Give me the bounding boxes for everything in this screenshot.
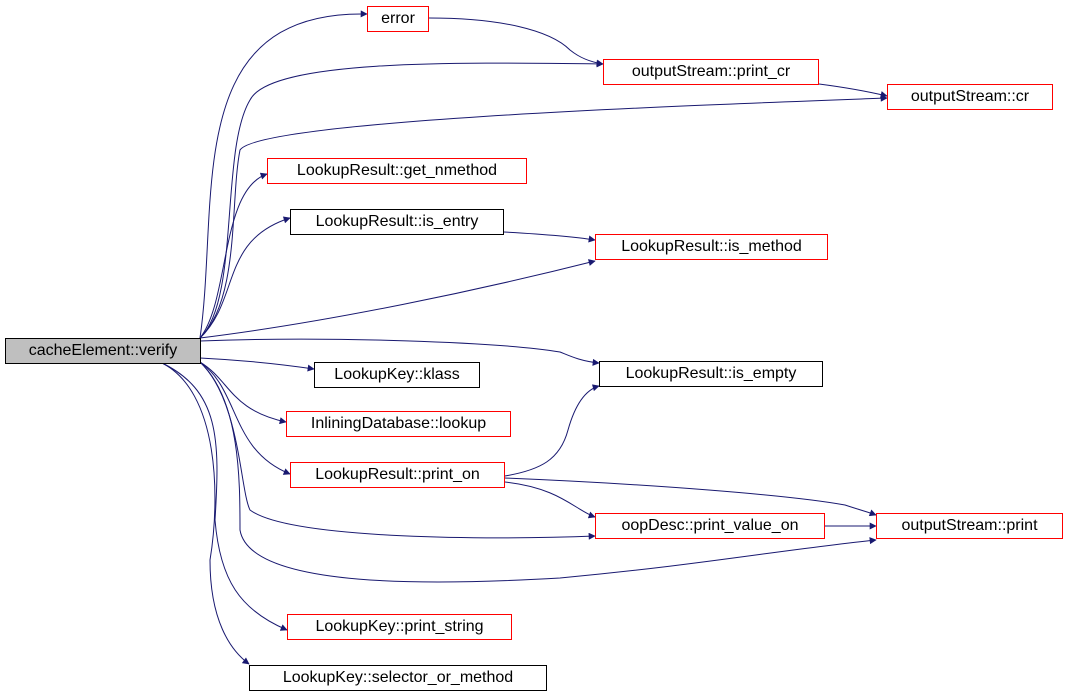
edge-verify-lookup [199, 361, 287, 425]
node-output-stream-cr[interactable]: outputStream::cr [887, 84, 1053, 110]
node-oop-desc-print-value-on[interactable]: oopDesc::print_value_on [595, 513, 825, 539]
edge-verify-print [199, 361, 877, 583]
node-lookup-result-is-entry[interactable]: LookupResult::is_entry [290, 209, 504, 235]
edge-verify-cr [199, 94, 888, 339]
edge-verify-is-empty [199, 338, 600, 366]
edge-print-cr-cr [818, 83, 888, 98]
node-inlining-database-lookup[interactable]: InliningDatabase::lookup [286, 411, 511, 437]
node-lookup-key-selector-or-method[interactable]: LookupKey::selector_or_method [249, 665, 547, 691]
node-output-stream-print[interactable]: outputStream::print [876, 513, 1063, 539]
edge-verify-selector-or-method [159, 361, 250, 665]
edge-print-on-print [504, 477, 877, 517]
edge-verify-klass [199, 357, 315, 372]
edge-verify-error [199, 10, 368, 339]
node-lookup-key-print-string[interactable]: LookupKey::print_string [287, 614, 512, 640]
edge-verify-is-method [199, 259, 596, 339]
edge-print-on-is-empty [504, 384, 600, 477]
node-lookup-result-get-nmethod[interactable]: LookupResult::get_nmethod [267, 158, 527, 184]
edge-print-on-print-value-on [504, 481, 596, 519]
node-output-stream-print-cr[interactable]: outputStream::print_cr [603, 59, 819, 85]
edge-verify-print-value-on [199, 361, 596, 540]
edge-error-print-cr [428, 17, 604, 67]
edge-verify-print-on [199, 361, 291, 475]
node-lookup-result-print-on[interactable]: LookupResult::print_on [290, 462, 505, 488]
edge-verify-get-nmethod [199, 172, 268, 339]
edge-verify-print-cr [199, 60, 604, 339]
edge-is-entry-is-method [503, 231, 596, 243]
node-lookup-key-klass[interactable]: LookupKey::klass [314, 362, 480, 388]
node-error[interactable]: error [367, 6, 429, 32]
node-lookup-result-is-method[interactable]: LookupResult::is_method [595, 234, 828, 260]
edge-verify-is-entry [199, 216, 291, 339]
edge-verify-print-string [159, 361, 288, 631]
node-cache-element-verify[interactable]: cacheElement::verify [5, 338, 201, 364]
node-lookup-result-is-empty[interactable]: LookupResult::is_empty [599, 361, 823, 387]
